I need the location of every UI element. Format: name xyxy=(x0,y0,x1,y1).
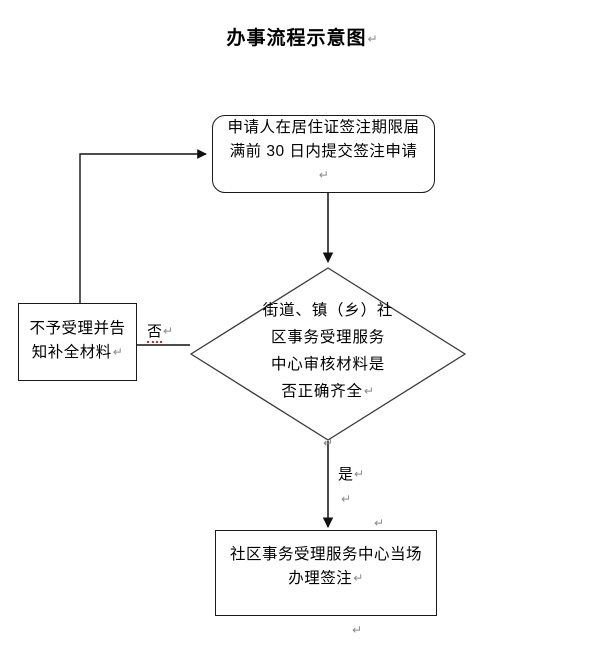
paragraph-mark-icon: ↵ xyxy=(367,32,379,46)
node-reject-label: 不予受理并告 知补全材料↵ xyxy=(29,317,125,365)
node-done-label: 社区事务受理服务中心当场 办理签注↵ xyxy=(230,531,422,591)
node-reject[interactable]: 不予受理并告 知补全材料↵ xyxy=(18,303,137,381)
node-reject-line-1: 不予受理并告 xyxy=(29,319,126,337)
edge-label-no-text: 否 xyxy=(147,323,163,343)
page-title-text: 办事流程示意图 xyxy=(226,28,367,49)
paragraph-mark-icon: ↵ xyxy=(341,492,352,506)
paragraph-mark-icon: ↵ xyxy=(323,436,334,450)
node-decision-line-1: 街道、镇（乡）社 xyxy=(262,302,394,319)
node-decision-line-2: 区事务受理服务 xyxy=(270,329,386,346)
node-reject-line-2: 知补全材料 xyxy=(31,343,112,361)
edge-label-yes-text: 是 xyxy=(338,466,354,483)
paragraph-mark-icon: ↵ xyxy=(163,324,174,338)
node-apply[interactable]: 申请人在居住证签注期限届 满前 30 日内提交签注申请 ↵ xyxy=(212,115,435,193)
paragraph-mark-icon: ↵ xyxy=(352,623,363,637)
node-done[interactable]: 社区事务受理服务中心当场 办理签注↵ xyxy=(215,530,437,616)
paragraph-mark-icon: ↵ xyxy=(354,467,365,481)
node-done-line-1: 社区事务受理服务中心当场 xyxy=(229,546,422,563)
paragraph-mark-icon: ↵ xyxy=(374,516,385,530)
node-apply-label: 申请人在居住证签注期限届 满前 30 日内提交签注申请 ↵ xyxy=(213,116,434,188)
node-done-line-2: 办理签注 xyxy=(288,570,353,587)
diamond-shape xyxy=(190,267,466,441)
node-decision-label: 街道、镇（乡）社 区事务受理服务 中心审核材料是 否正确齐全↵ xyxy=(190,297,466,406)
paragraph-mark-icon: ↵ xyxy=(353,571,364,585)
page-title: 办事流程示意图↵ xyxy=(0,26,605,53)
node-apply-line-1: 申请人在居住证签注期限届 xyxy=(227,119,420,136)
node-decision-line-4: 否正确齐全 xyxy=(281,383,363,400)
edge-label-no: 否↵ xyxy=(147,320,174,343)
paragraph-mark-icon: ↵ xyxy=(112,344,124,359)
node-apply-line-2: 满前 30 日内提交签注申请 xyxy=(229,143,418,160)
paragraph-mark-icon: ↵ xyxy=(318,168,330,182)
edge-label-yes: 是↵ xyxy=(338,463,364,484)
node-decision-line-3: 中心审核材料是 xyxy=(270,356,386,373)
edge-reject-to-apply xyxy=(79,149,207,303)
paragraph-mark-icon: ↵ xyxy=(363,384,375,398)
node-decision[interactable]: 街道、镇（乡）社 区事务受理服务 中心审核材料是 否正确齐全↵ xyxy=(190,267,466,441)
